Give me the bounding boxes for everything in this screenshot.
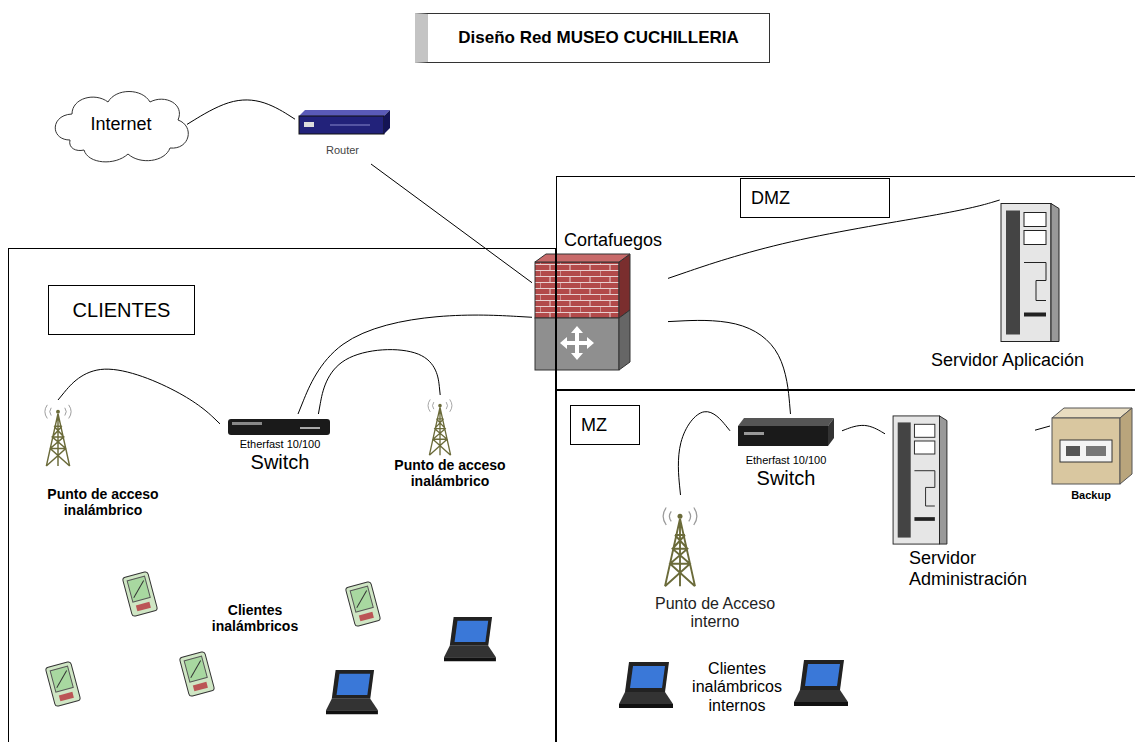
switch-node: Etherfast 10/100Switch bbox=[220, 414, 340, 480]
server-tower bbox=[893, 416, 947, 544]
zone-region: Servidor Aplicación DMZ bbox=[556, 176, 1135, 390]
network-link bbox=[187, 100, 295, 124]
node-label: Switch bbox=[220, 451, 340, 474]
router-node: Router bbox=[295, 108, 390, 164]
access-point-node: Punto de Acceso interno bbox=[640, 495, 790, 645]
network-link bbox=[298, 315, 532, 414]
network-link bbox=[842, 425, 885, 433]
network-link bbox=[58, 369, 220, 424]
network-link bbox=[318, 350, 440, 414]
antenna-tower bbox=[428, 399, 452, 455]
antenna-tower bbox=[663, 508, 697, 587]
node-label: Cortafuegos bbox=[564, 230, 668, 251]
laptop-icon bbox=[619, 662, 673, 708]
title-text: Diseño Red MUSEO CUCHILLERIA bbox=[458, 28, 739, 48]
switch-icon bbox=[228, 419, 330, 435]
pda-icon bbox=[179, 651, 214, 696]
node-label: Clientes inalámbricos bbox=[200, 602, 310, 634]
pda-icon bbox=[345, 581, 380, 626]
server-tower bbox=[1001, 204, 1059, 342]
zone-region: Etherfast 10/100SwitchServidor Administr… bbox=[556, 390, 1135, 742]
network-link bbox=[371, 164, 532, 283]
server-node: Servidor Administración bbox=[885, 412, 1035, 594]
internet-cloud bbox=[55, 92, 188, 162]
access-point-node: Punto de acceso inalámbrico bbox=[28, 400, 178, 535]
backup-unit bbox=[1052, 408, 1132, 484]
node-label: Etherfast 10/100 bbox=[220, 438, 340, 451]
node-label: Servidor Aplicación bbox=[910, 350, 1105, 371]
zone-region: Punto de acceso inalámbrico Etherfast 10/… bbox=[8, 248, 556, 742]
region-label: CLIENTES bbox=[48, 285, 195, 335]
backup-node: Backup bbox=[1050, 405, 1132, 510]
network-link bbox=[678, 412, 730, 495]
node-label: Internet bbox=[55, 114, 187, 135]
laptop-icon bbox=[794, 660, 848, 706]
node-label: Backup bbox=[1050, 489, 1132, 502]
server-node: Servidor Aplicación bbox=[910, 200, 1105, 382]
switch-icon bbox=[738, 418, 834, 446]
region-label: MZ bbox=[570, 405, 640, 445]
firewall-icon bbox=[535, 254, 630, 370]
node-label: Clientes inalámbricos internos bbox=[682, 660, 792, 715]
node-label: Servidor Administración bbox=[909, 548, 1035, 589]
region-label: DMZ bbox=[740, 178, 890, 218]
cloud-node: Internet bbox=[55, 92, 187, 164]
laptop-icon bbox=[326, 670, 378, 714]
access-point-node: Punto de acceso inalámbrico bbox=[380, 395, 520, 505]
node-label: Punto de acceso inalámbrico bbox=[28, 486, 178, 518]
title-box: Diseño Red MUSEO CUCHILLERIA bbox=[415, 13, 770, 63]
client-group-node: Clientes inalámbricos bbox=[200, 600, 310, 645]
node-label: Punto de Acceso interno bbox=[640, 595, 790, 632]
node-label: Switch bbox=[730, 467, 842, 490]
pda-icon bbox=[122, 571, 157, 616]
switch-node: Etherfast 10/100Switch bbox=[730, 414, 842, 498]
pda-icon bbox=[45, 661, 80, 706]
client-group-node: Clientes inalámbricos internos bbox=[682, 660, 792, 720]
network-link bbox=[668, 320, 790, 414]
router-icon bbox=[299, 110, 390, 134]
network-link bbox=[1035, 426, 1050, 430]
node-label: Router bbox=[295, 144, 390, 157]
node-label: Punto de acceso inalámbrico bbox=[380, 457, 520, 489]
node-label: Etherfast 10/100 bbox=[730, 454, 842, 467]
antenna-tower bbox=[45, 405, 71, 466]
laptop-icon bbox=[444, 617, 496, 661]
firewall-node: Cortafuegos bbox=[532, 228, 668, 372]
